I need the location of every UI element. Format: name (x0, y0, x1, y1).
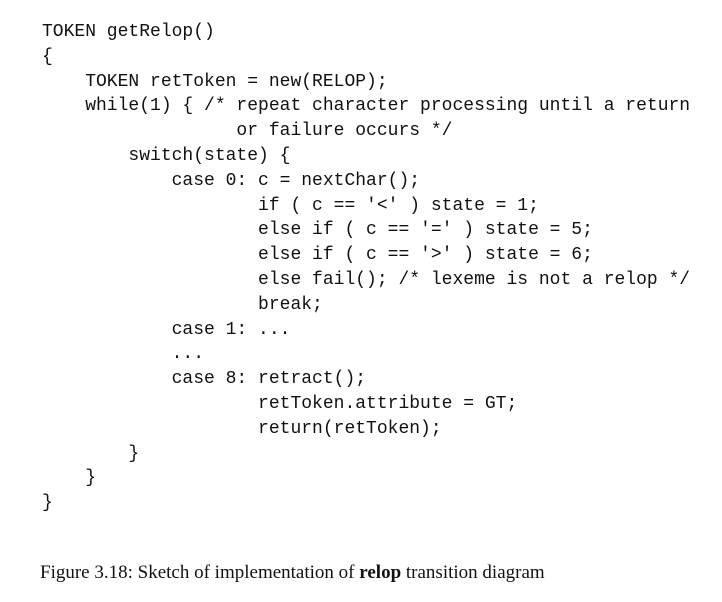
code-line: ... (42, 344, 205, 365)
code-line: switch(state) { (42, 145, 291, 166)
code-line: case 8: retract(); (42, 369, 367, 390)
code-line: } (42, 468, 97, 489)
code-line: retToken.attribute = GT; (42, 393, 518, 414)
code-line: if ( c == '<' ) state = 1; (42, 195, 539, 216)
code-line: or failure occurs */ (42, 121, 453, 142)
code-line: TOKEN getRelop() (42, 22, 215, 42)
code-listing: TOKEN getRelop() { TOKEN retToken = new(R… (42, 20, 690, 516)
code-line: case 1: ... (42, 319, 291, 340)
caption-suffix: transition diagram (401, 562, 545, 583)
code-line: } (42, 443, 140, 464)
code-line: while(1) { /* repeat character processin… (42, 96, 691, 117)
code-line: } (42, 493, 53, 514)
code-line: case 0: c = nextChar(); (42, 170, 421, 191)
code-line: break; (42, 294, 323, 315)
code-line: { (42, 46, 53, 67)
caption-prefix: Figure 3.18: Sketch of implementation of (40, 562, 360, 583)
code-line: else fail(); /* lexeme is not a relop */ (42, 269, 691, 290)
figure-caption: Figure 3.18: Sketch of implementation of… (40, 562, 545, 584)
code-line: else if ( c == '>' ) state = 6; (42, 245, 593, 266)
code-line: else if ( c == '=' ) state = 5; (42, 220, 593, 241)
code-line: TOKEN retToken = new(RELOP); (42, 71, 388, 92)
code-line: return(retToken); (42, 418, 442, 439)
caption-bold-term: relop (359, 562, 402, 583)
